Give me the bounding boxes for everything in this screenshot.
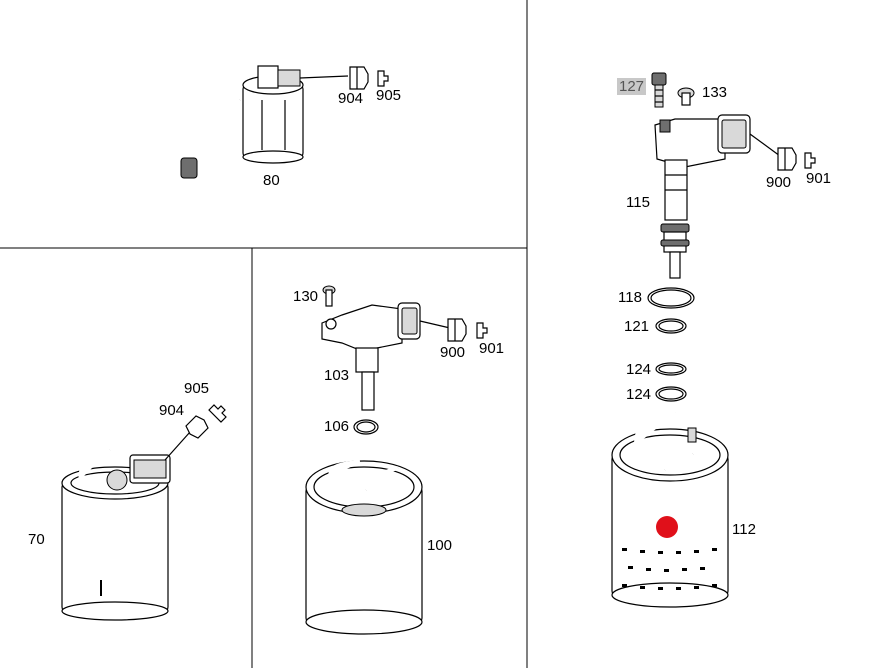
part-130-screw[interactable] (322, 285, 336, 307)
callout-905-top[interactable]: 905 (376, 87, 402, 104)
part-124-oring-a[interactable] (655, 362, 687, 376)
callout-118[interactable]: 118 (618, 289, 642, 306)
part-80-filter-assembly[interactable] (176, 65, 349, 179)
callout-124-a[interactable]: 124 (626, 361, 652, 378)
callout-115[interactable]: 115 (626, 194, 650, 211)
part-124-oring-b[interactable] (655, 386, 687, 402)
callout-103[interactable]: 103 (324, 367, 350, 384)
callout-130[interactable]: 130 (293, 288, 319, 305)
part-904-connector-top[interactable] (349, 66, 369, 90)
callout-106[interactable]: 106 (324, 418, 350, 435)
hotspot-marker[interactable] (656, 516, 678, 538)
part-115-sensor[interactable] (654, 114, 781, 279)
part-106-oring[interactable] (353, 419, 379, 435)
callout-133[interactable]: 133 (702, 84, 728, 101)
callout-904-top[interactable]: 904 (338, 90, 364, 107)
part-900-connector-right[interactable] (777, 147, 797, 171)
part-121-oring[interactable] (655, 318, 687, 334)
callout-900-right[interactable]: 900 (766, 174, 792, 191)
callout-905-left[interactable]: 905 (184, 380, 210, 397)
callout-100[interactable]: 100 (427, 537, 453, 554)
callout-80[interactable]: 80 (263, 172, 280, 189)
part-901-clip-mid[interactable] (476, 322, 488, 339)
callout-112[interactable]: 112 (732, 521, 756, 538)
part-70-fuel-filter[interactable] (61, 431, 191, 621)
part-103-sensor[interactable] (321, 302, 451, 411)
part-112-fuel-filter[interactable] (611, 411, 729, 608)
callout-901-mid[interactable]: 901 (479, 340, 505, 357)
part-100-fuel-filter[interactable] (305, 460, 423, 635)
part-900-connector-mid[interactable] (447, 318, 467, 342)
part-905-clip-top[interactable] (377, 70, 389, 87)
part-118-oring[interactable] (647, 287, 695, 309)
callout-127[interactable]: 127 (617, 78, 647, 95)
part-127-screw[interactable] (651, 72, 667, 108)
part-905-clip-left[interactable] (208, 404, 227, 423)
part-901-clip-right[interactable] (804, 152, 816, 169)
callout-904-left[interactable]: 904 (159, 402, 185, 419)
callout-121[interactable]: 121 (624, 318, 650, 335)
panel-dividers (0, 0, 528, 668)
callout-70[interactable]: 70 (28, 531, 45, 548)
callout-901-right[interactable]: 901 (806, 170, 832, 187)
part-904-connector-left[interactable] (185, 415, 209, 439)
part-133-bolt[interactable] (677, 87, 695, 106)
callout-900-mid[interactable]: 900 (440, 344, 466, 361)
callout-124-b[interactable]: 124 (626, 386, 652, 403)
